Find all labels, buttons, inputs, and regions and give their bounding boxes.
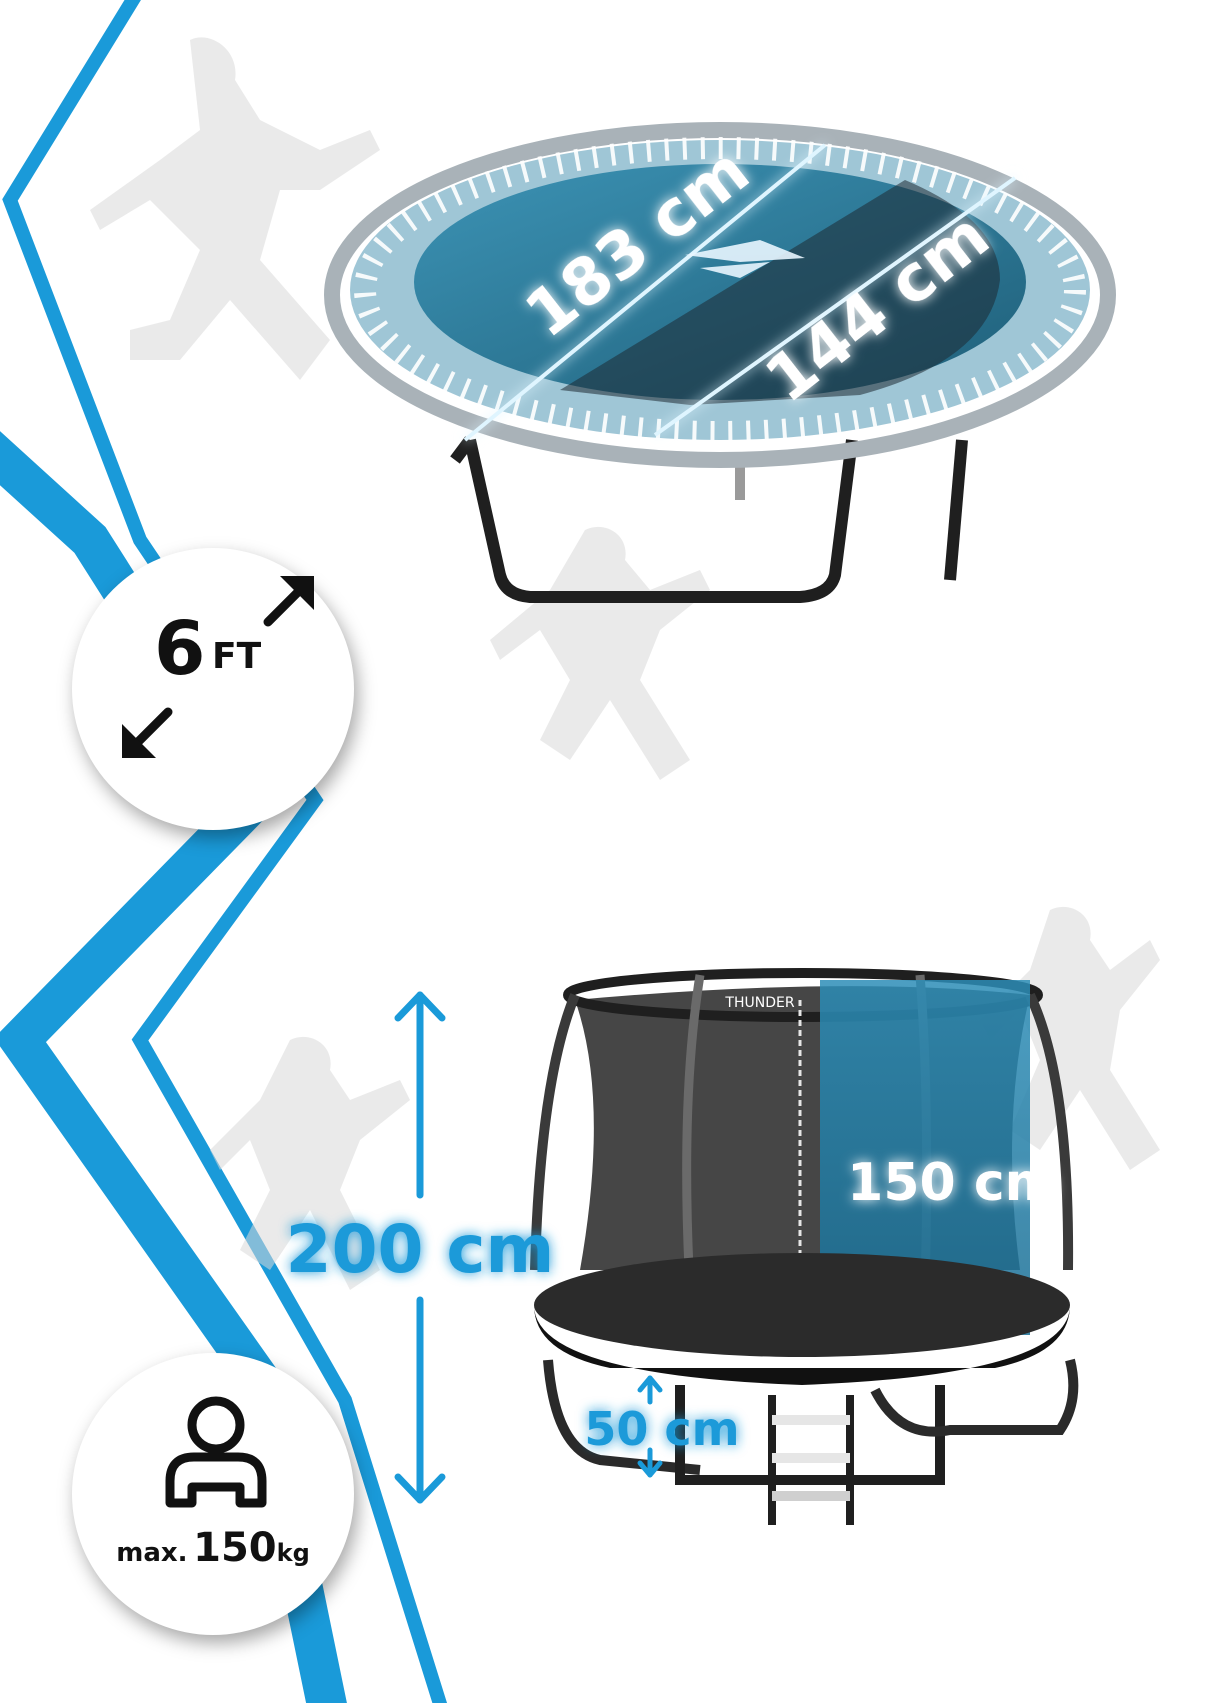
enclosure-leg bbox=[870, 1358, 1079, 1437]
trampoline-frame-ring bbox=[324, 122, 1116, 468]
enclosure-leg bbox=[543, 1359, 701, 1475]
jumper-silhouette bbox=[490, 526, 710, 780]
max-load-badge: max. 150kg bbox=[72, 1353, 354, 1635]
arrow-northeast-icon bbox=[263, 576, 314, 627]
enclosure-mat-top bbox=[534, 1253, 1070, 1357]
trampoline-leg bbox=[464, 438, 858, 603]
total-height-label: 200 cm bbox=[286, 1211, 555, 1288]
trampoline-leg bbox=[450, 436, 475, 464]
net-pole bbox=[1025, 992, 1074, 1271]
net-pole bbox=[530, 993, 580, 1271]
max-load-unit: kg bbox=[276, 1539, 310, 1567]
diameter-line bbox=[463, 143, 827, 442]
size-unit: FT bbox=[212, 636, 262, 677]
max-load-value: 150 bbox=[193, 1525, 277, 1571]
size-value: 6 bbox=[154, 606, 206, 692]
max-load-text: max. 150kg bbox=[72, 1525, 354, 1571]
trampoline-top-view: 183 cm 144 cm bbox=[324, 122, 1116, 603]
net-height-label: 150 cm bbox=[847, 1153, 1059, 1213]
net-pole bbox=[682, 974, 705, 1291]
enclosure-pad bbox=[534, 1305, 1070, 1385]
jump-area-line bbox=[653, 176, 1017, 437]
ladder bbox=[768, 1395, 854, 1525]
brand-name: THUNDER bbox=[724, 995, 794, 1011]
max-load-prefix: max. bbox=[116, 1538, 188, 1568]
jump-area-band bbox=[560, 180, 1000, 405]
user-icon bbox=[165, 1396, 267, 1508]
frame-height-arrow bbox=[637, 1375, 663, 1478]
size-badge: 6 FT bbox=[72, 548, 354, 830]
arrow-southwest-icon bbox=[122, 707, 173, 758]
jumper-silhouette bbox=[210, 1036, 410, 1290]
jumper-silhouette bbox=[90, 37, 380, 380]
net-top-ring bbox=[563, 968, 1043, 1022]
frame-height-label: 50 cm bbox=[584, 1402, 739, 1456]
zigzag-stripe-outer bbox=[2, 0, 448, 1703]
trampoline-enclosure-view: THUNDER bbox=[286, 968, 1079, 1525]
trampoline-leg bbox=[944, 439, 968, 581]
spring-pattern bbox=[354, 137, 1086, 443]
brand-logo-mark bbox=[685, 240, 805, 278]
total-height-arrow bbox=[394, 991, 446, 1504]
